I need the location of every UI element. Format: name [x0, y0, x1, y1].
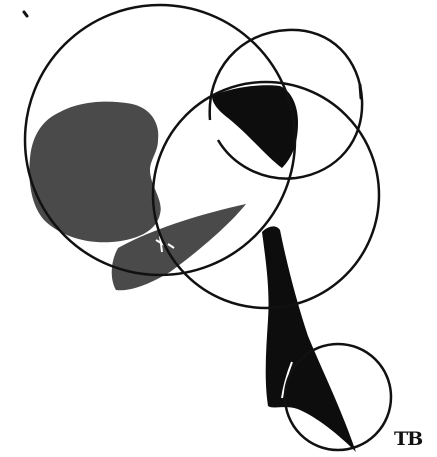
artist-signature: TB	[394, 430, 422, 449]
black-crescent-shape	[212, 85, 298, 168]
stray-mark	[24, 12, 27, 16]
black-spike	[262, 226, 356, 452]
dark-gray-blob	[29, 102, 160, 243]
